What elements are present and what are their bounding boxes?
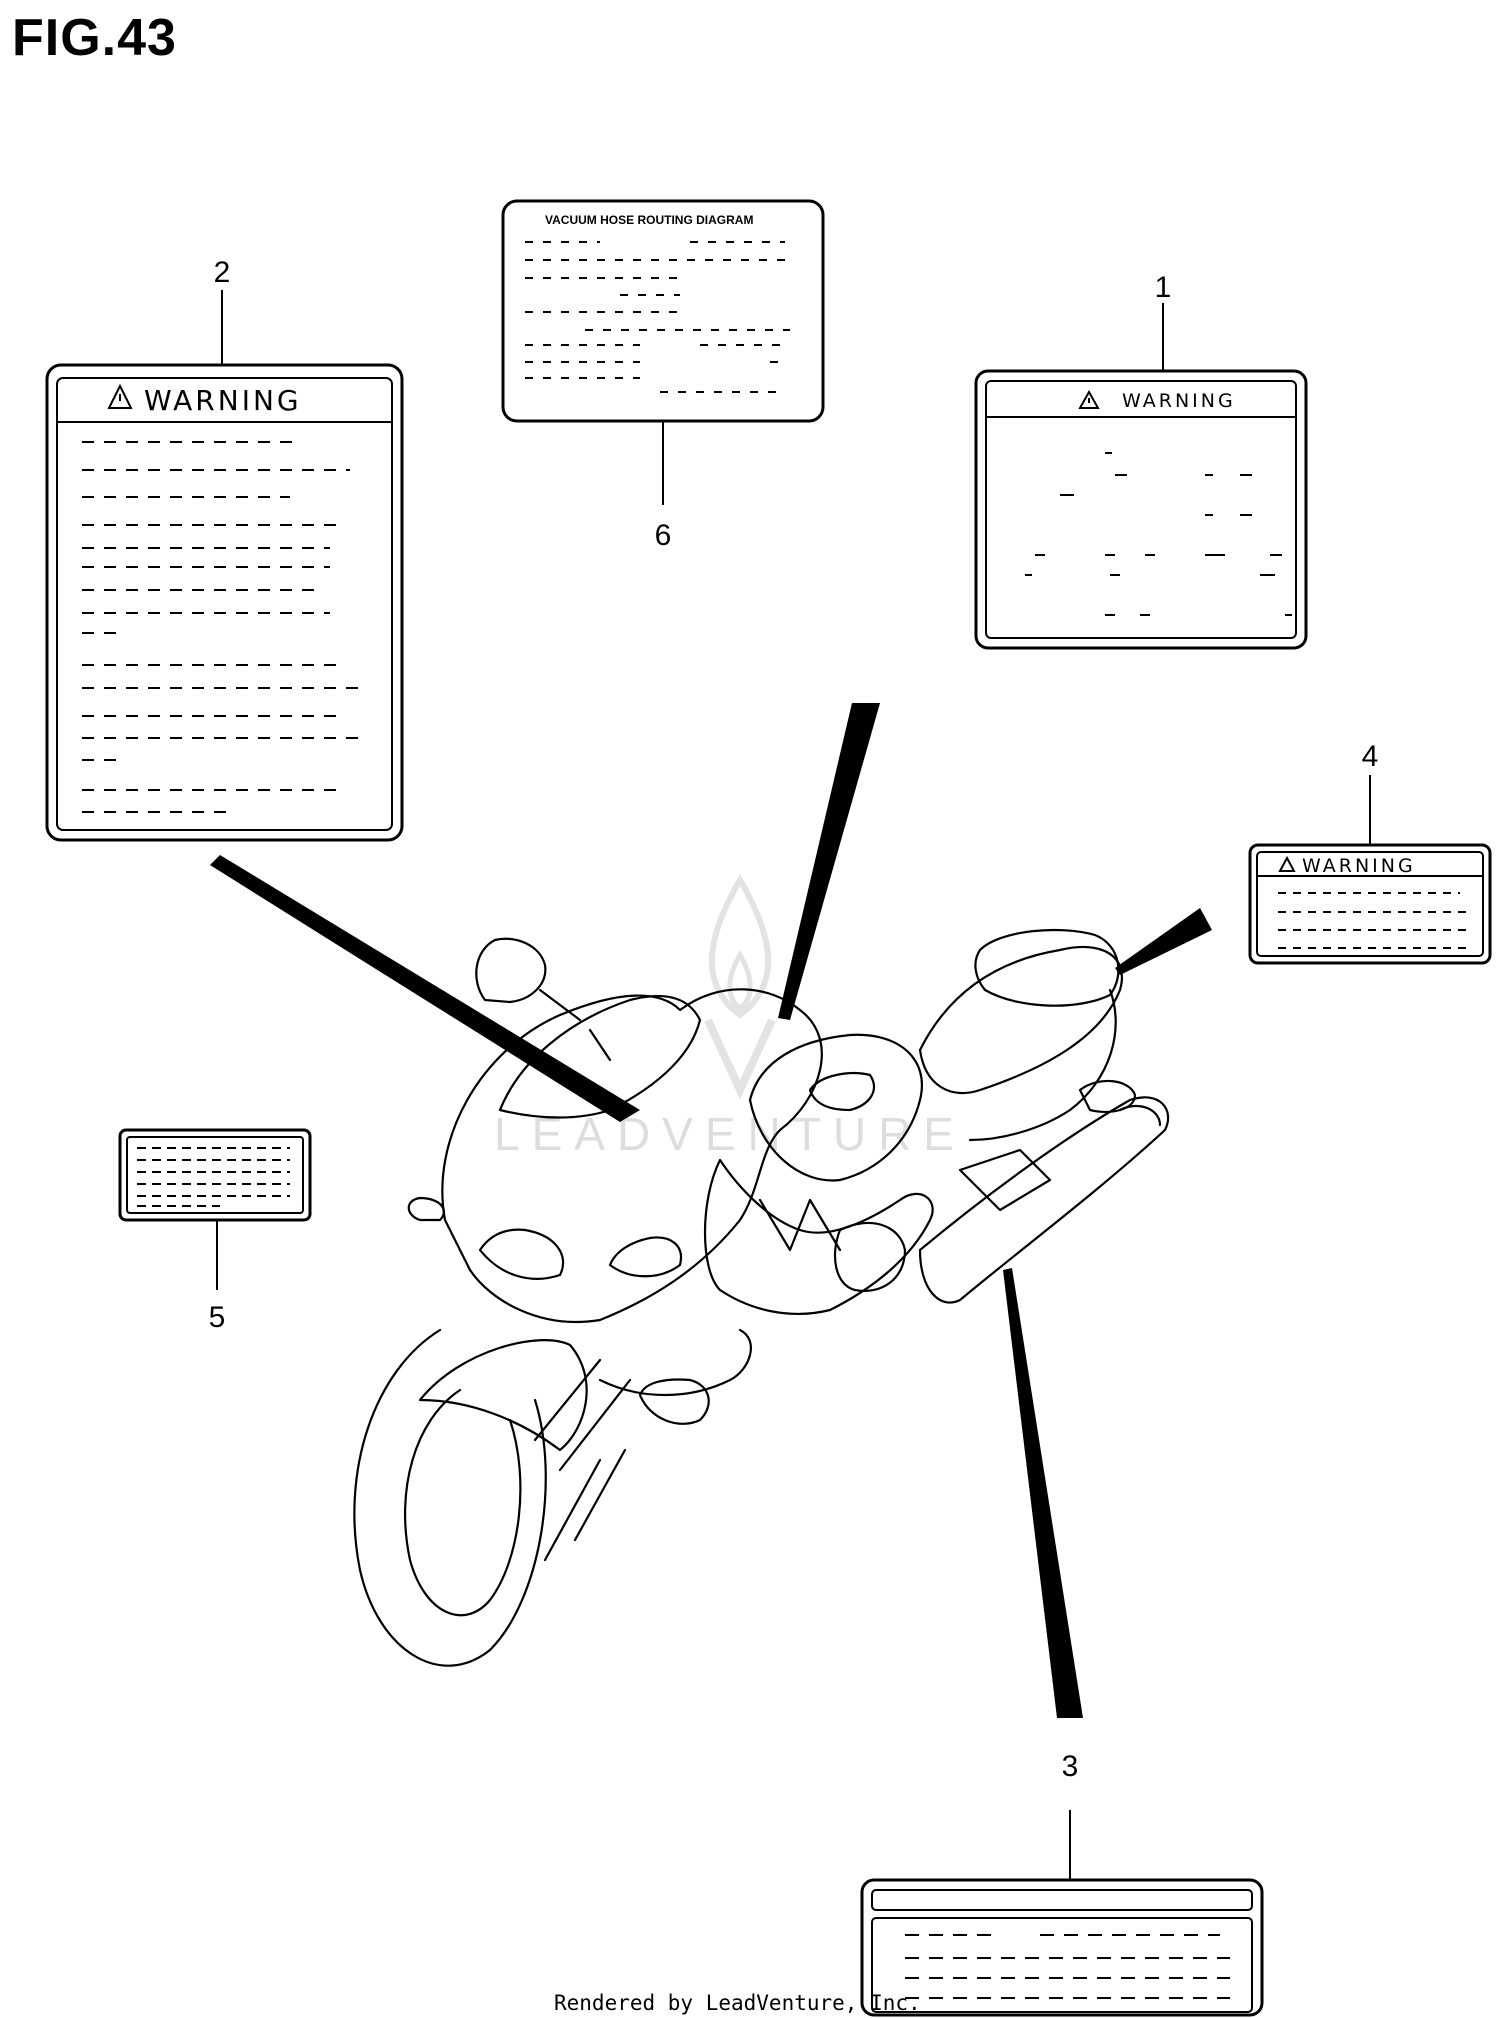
callout-6: 6 <box>655 519 672 552</box>
label-6-vacuum-hose <box>501 199 825 505</box>
pointer-wedges <box>210 703 1212 1718</box>
pointer-label-4 <box>1115 908 1212 975</box>
label-4-warning-text: WARNING <box>1302 855 1416 877</box>
callout-4: 4 <box>1362 740 1379 773</box>
label-4-warning <box>1248 775 1492 965</box>
callout-1: 1 <box>1155 271 1172 304</box>
label-3 <box>860 1810 1264 2017</box>
footer-credit: Rendered by LeadVenture, Inc. <box>554 1991 921 2015</box>
label-1-warning <box>974 303 1308 650</box>
motorcycle-illustration <box>353 928 1170 1667</box>
label-2-warning-text: WARNING <box>144 384 302 417</box>
pointer-label-3 <box>1003 1268 1083 1718</box>
watermark-text: LEADVENTURE <box>494 1108 966 1160</box>
callout-2: 2 <box>214 256 231 289</box>
label-5 <box>118 1128 312 1290</box>
pointer-label-6 <box>778 703 880 1020</box>
label-6-title: VACUUM HOSE ROUTING DIAGRAM <box>545 213 753 227</box>
callout-5: 5 <box>209 1301 226 1334</box>
figure-title: FIG.43 <box>12 9 177 67</box>
pointer-label-2 <box>210 855 640 1122</box>
label-1-warning-text: WARNING <box>1122 390 1236 412</box>
callout-3: 3 <box>1062 1750 1079 1783</box>
label-2-warning <box>45 290 404 842</box>
